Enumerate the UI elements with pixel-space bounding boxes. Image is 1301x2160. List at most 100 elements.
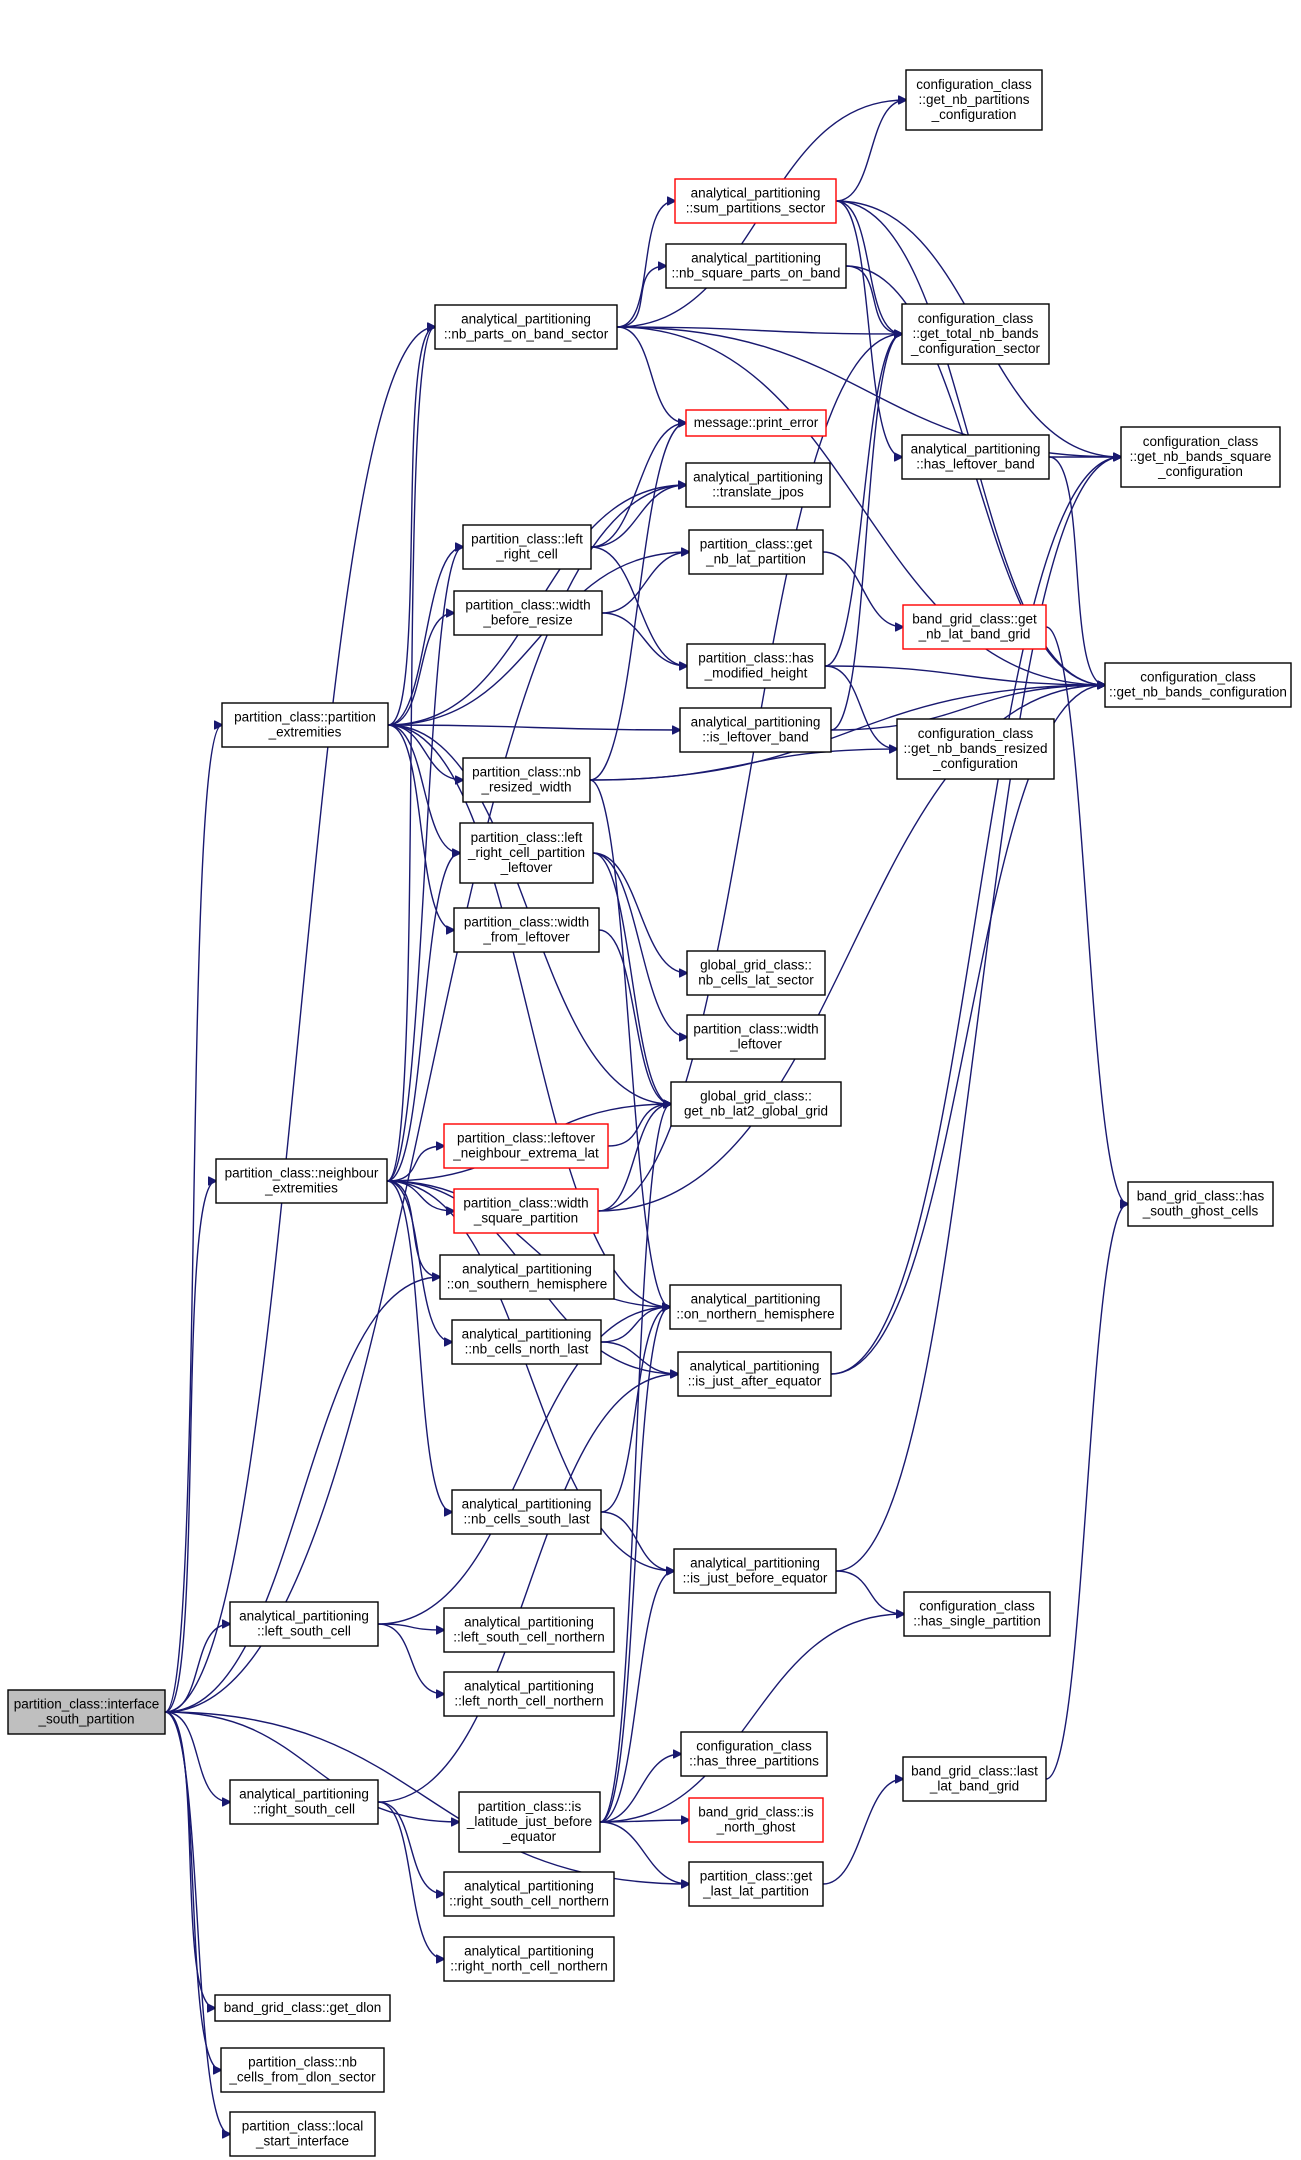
node-label-line: analytical_partitioning (462, 1497, 592, 1512)
node-box (443, 1871, 615, 1917)
node-nb-parts-on-band-sector[interactable]: analytical_partitioning::nb_parts_on_ban… (434, 304, 618, 350)
node-get-last-lat-partition[interactable]: partition_class::get_last_lat_partition (688, 1861, 824, 1907)
edge-partition-extremities-to-width-before-resize (387, 613, 454, 726)
node-label-line: analytical_partitioning (691, 1292, 821, 1307)
node-label-line: partition_class::is (478, 1799, 582, 1814)
edge-left-right-cell-to-translate-jpos (590, 485, 686, 548)
node-label-line: configuration_class (918, 726, 1034, 741)
node-get-nb-partitions-configuration[interactable]: configuration_class::get_nb_partitions_c… (905, 69, 1043, 131)
edge-is-just-after-equator-to-get-nb-bands-configuration (830, 685, 1105, 1375)
node-label-line: ::right_south_cell (253, 1802, 355, 1817)
node-label-line: ::nb_parts_on_band_sector (444, 327, 609, 342)
node-nb-cells-lat-sector[interactable]: global_grid_class::nb_cells_lat_sector (686, 950, 826, 996)
node-is-north-ghost[interactable]: band_grid_class::is_north_ghost (688, 1797, 824, 1843)
node-get-total-nb-bands-configuration-sector[interactable]: configuration_class::get_total_nb_bands_… (901, 303, 1050, 365)
node-label-line: partition_class::partition (234, 710, 376, 725)
node-box (215, 1158, 388, 1204)
edge-is-latitude-just-before-equator-to-is-just-before-equator (599, 1571, 674, 1823)
node-has-modified-height[interactable]: partition_class::has_modified_height (686, 643, 826, 689)
node-width-leftover[interactable]: partition_class::width_leftover (686, 1014, 826, 1060)
node-right-south-cell-northern[interactable]: analytical_partitioning::right_south_cel… (443, 1871, 615, 1917)
node-get-nb-lat-partition[interactable]: partition_class::get_nb_lat_partition (688, 529, 824, 575)
node-label-line: ::get_nb_bands_square (1130, 449, 1272, 464)
node-label-line: partition_class::nb (248, 2055, 357, 2070)
edge-width-square-partition-to-get-nb-lat2-global-grid (597, 1104, 671, 1212)
node-is-just-before-equator[interactable]: analytical_partitioning::is_just_before_… (673, 1548, 837, 1594)
node-get-nb-bands-configuration[interactable]: configuration_class::get_nb_bands_config… (1104, 662, 1292, 708)
node-left-right-cell[interactable]: partition_class::left_right_cell (462, 524, 592, 570)
node-label-line: partition_class::width (465, 598, 590, 613)
edge-nb-parts-on-band-sector-to-print-error (616, 326, 686, 423)
node-local-start-interface[interactable]: partition_class::local_start_interface (229, 2111, 376, 2157)
node-has-three-partitions[interactable]: configuration_class::has_three_partition… (680, 1731, 828, 1777)
node-get-nb-bands-resized-configuration[interactable]: configuration_class::get_nb_bands_resize… (896, 718, 1055, 780)
node-label-line: analytical_partitioning (462, 1327, 592, 1342)
edge-is-latitude-just-before-equator-to-has-single-partition (599, 1614, 904, 1823)
node-neighbour-extremities[interactable]: partition_class::neighbour_extremities (215, 1158, 388, 1204)
edge-nb-parts-on-band-sector-to-sum-partitions-sector (616, 201, 675, 328)
node-box (229, 1601, 379, 1647)
node-nb-square-parts-on-band[interactable]: analytical_partitioning::nb_square_parts… (665, 243, 847, 289)
edge-sum-partitions-sector-to-has-leftover-band (835, 200, 902, 457)
node-box (451, 1319, 602, 1365)
node-has-single-partition[interactable]: configuration_class::has_single_partitio… (903, 1591, 1051, 1637)
node-box (669, 1284, 842, 1330)
node-label-line: _configuration (931, 107, 1017, 122)
node-label-line: analytical_partitioning (691, 715, 821, 730)
node-label-line: ::left_south_cell_northern (453, 1630, 605, 1645)
node-right-south-cell[interactable]: analytical_partitioning::right_south_cel… (229, 1779, 379, 1825)
node-nb-resized-width[interactable]: partition_class::nb_resized_width (462, 757, 591, 803)
node-label-line: ::nb_square_parts_on_band (672, 266, 841, 281)
node-has-leftover-band[interactable]: analytical_partitioning::has_leftover_ba… (901, 434, 1050, 480)
node-translate-jpos[interactable]: analytical_partitioning::translate_jpos (685, 462, 831, 508)
node-box (903, 1591, 1051, 1637)
edge-is-latitude-just-before-equator-to-is-north-ghost (599, 1820, 689, 1822)
node-box (896, 718, 1055, 780)
node-get-nb-lat2-global-grid[interactable]: global_grid_class::get_nb_lat2_global_gr… (670, 1081, 842, 1127)
node-sum-partitions-sector[interactable]: analytical_partitioning::sum_partitions_… (674, 178, 837, 224)
node-box (901, 434, 1050, 480)
node-left-right-cell-partition-leftover[interactable]: partition_class::left_right_cell_partiti… (459, 822, 594, 884)
node-label-line: configuration_class (916, 77, 1032, 92)
node-nb-cells-north-last[interactable]: analytical_partitioning::nb_cells_north_… (451, 1319, 602, 1365)
node-box (443, 1936, 615, 1982)
edge-left-south-cell-to-left-south-cell-northern (377, 1623, 444, 1630)
edge-is-latitude-just-before-equator-to-has-three-partitions (599, 1754, 681, 1823)
node-right-north-cell-northern[interactable]: analytical_partitioning::right_north_cel… (443, 1936, 615, 1982)
edge-partition-extremities-to-get-nb-lat-partition (387, 552, 689, 726)
node-get-dlon[interactable]: band_grid_class::get_dlon (214, 1994, 391, 2022)
node-last-lat-band-grid[interactable]: band_grid_class::last_lat_band_grid (902, 1756, 1047, 1802)
node-print-error[interactable]: message::print_error (685, 409, 827, 437)
node-get-nb-lat-band-grid[interactable]: band_grid_class::get_nb_lat_band_grid (902, 604, 1047, 650)
node-box (458, 1791, 601, 1853)
node-left-south-cell[interactable]: analytical_partitioning::left_south_cell (229, 1601, 379, 1647)
edge-has-modified-height-to-get-total-nb-bands-configuration-sector (824, 334, 902, 667)
edge-interface-south-partition-to-is-latitude-just-before-equator (164, 1711, 459, 1822)
node-partition-extremities[interactable]: partition_class::partition_extremities (221, 702, 389, 748)
node-is-leftover-band[interactable]: analytical_partitioning::is_leftover_ban… (679, 707, 832, 753)
node-label-line: ::nb_cells_south_last (463, 1512, 589, 1527)
node-nb-cells-from-dlon-sector[interactable]: partition_class::nb_cells_from_dlon_sect… (220, 2047, 385, 2093)
node-width-square-partition[interactable]: partition_class::width_square_partition (453, 1188, 599, 1234)
node-left-south-cell-northern[interactable]: analytical_partitioning::left_south_cell… (443, 1607, 615, 1653)
node-is-latitude-just-before-equator[interactable]: partition_class::is_latitude_just_before… (458, 1791, 601, 1853)
node-box (453, 907, 600, 953)
node-leftover-neighbour-extrema-lat[interactable]: partition_class::leftover_neighbour_extr… (443, 1123, 609, 1169)
edge-partition-extremities-to-width-from-leftover (387, 724, 454, 930)
node-width-from-leftover[interactable]: partition_class::width_from_leftover (453, 907, 600, 953)
node-get-nb-bands-square-configuration[interactable]: configuration_class::get_nb_bands_square… (1120, 426, 1281, 488)
node-interface-south-partition[interactable]: partition_class::interface_south_partiti… (7, 1689, 166, 1735)
node-has-south-ghost-cells[interactable]: band_grid_class::has_south_ghost_cells (1127, 1181, 1274, 1227)
node-box (451, 1489, 602, 1535)
node-label-line: analytical_partitioning (690, 1359, 820, 1374)
node-label-line: band_grid_class::has (1137, 1189, 1265, 1204)
node-is-just-after-equator[interactable]: analytical_partitioning::is_just_after_e… (677, 1351, 832, 1397)
node-left-north-cell-northern[interactable]: analytical_partitioning::left_north_cell… (443, 1671, 615, 1717)
node-box (679, 707, 832, 753)
edge-width-before-resize-to-get-nb-lat-partition (601, 552, 689, 614)
node-on-northern-hemisphere[interactable]: analytical_partitioning::on_northern_hem… (669, 1284, 842, 1330)
node-nb-cells-south-last[interactable]: analytical_partitioning::nb_cells_south_… (451, 1489, 602, 1535)
node-on-southern-hemisphere[interactable]: analytical_partitioning::on_southern_hem… (439, 1254, 615, 1300)
node-width-before-resize[interactable]: partition_class::width_before_resize (453, 590, 603, 636)
node-label-line: configuration_class (1140, 670, 1256, 685)
